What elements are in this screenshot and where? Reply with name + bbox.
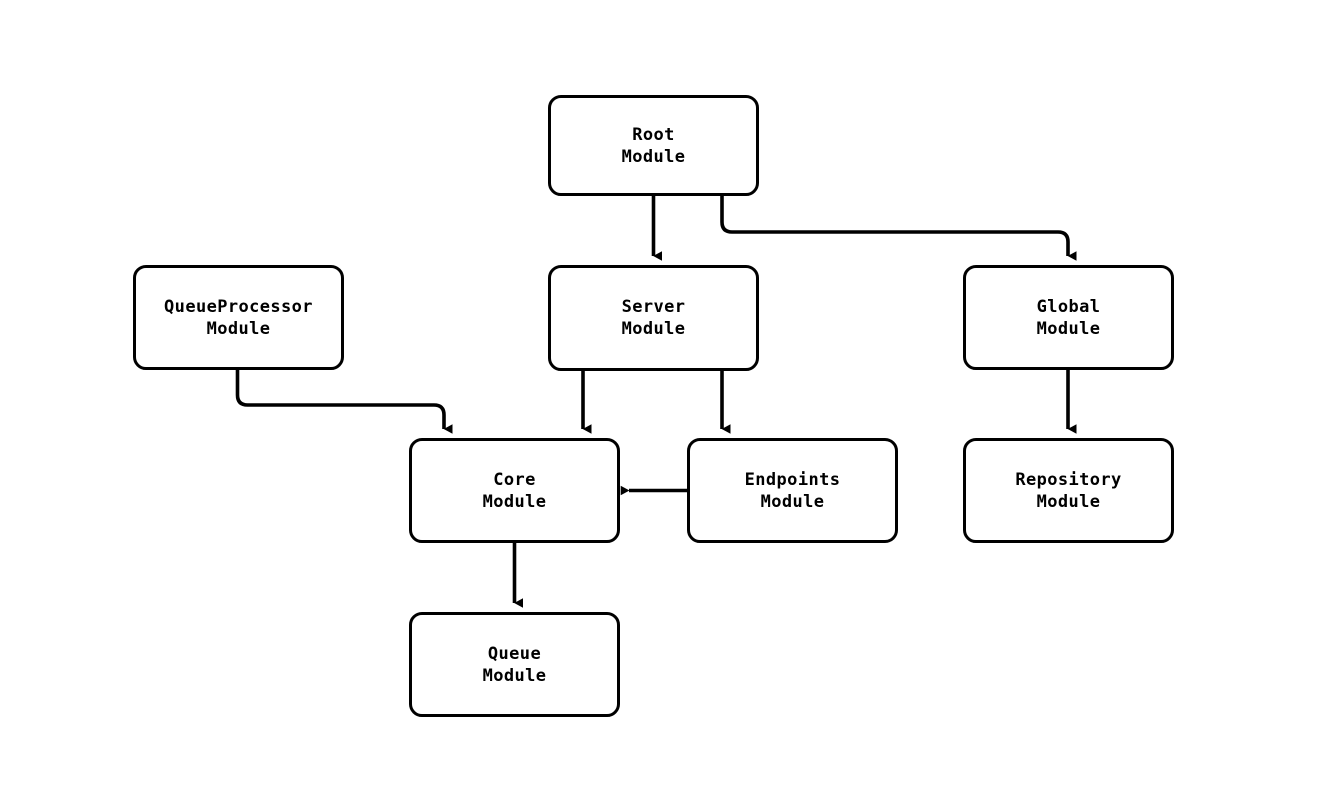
node-global-module-label-line1: Global — [1036, 296, 1101, 317]
node-endpoints-module-label-line1: Endpoints — [744, 469, 841, 490]
node-queueprocessor-module-label-line1: QueueProcessor — [164, 296, 313, 317]
node-endpoints-module-label-line2: Module — [760, 491, 825, 512]
node-server-module-label-line2: Module — [621, 319, 686, 339]
node-core-module-label-line1: Core — [493, 469, 536, 490]
node-repository-module-label-line1: Repository — [1015, 469, 1122, 490]
node-core-module-label-line2: Module — [482, 491, 547, 512]
node-server-module[interactable]: Server Module — [548, 265, 759, 371]
node-queue-module-label-line2: Module — [482, 665, 547, 686]
node-root-module-label-line1: Root — [632, 124, 675, 145]
node-root-module-label-line2: Module — [621, 146, 686, 167]
node-global-module[interactable]: Global Module — [963, 265, 1174, 370]
node-endpoints-module[interactable]: Endpoints Module — [687, 438, 898, 543]
node-server-module-label-line1: Server — [621, 297, 686, 317]
node-queueprocessor-module-label-line2: Module — [206, 318, 271, 339]
node-global-module-label-line2: Module — [1036, 318, 1101, 339]
node-queue-module[interactable]: Queue Module — [409, 612, 620, 717]
node-repository-module[interactable]: Repository Module — [963, 438, 1174, 543]
node-queue-module-label-line1: Queue — [487, 643, 542, 664]
node-queueprocessor-module[interactable]: QueueProcessor Module — [133, 265, 344, 370]
node-repository-module-label-line2: Module — [1036, 491, 1101, 512]
node-root-module[interactable]: Root Module — [548, 95, 759, 196]
node-core-module[interactable]: Core Module — [409, 438, 620, 543]
edge-queueprocessor-to-core — [235, 370, 453, 434]
edge-root-to-global — [720, 196, 1077, 261]
